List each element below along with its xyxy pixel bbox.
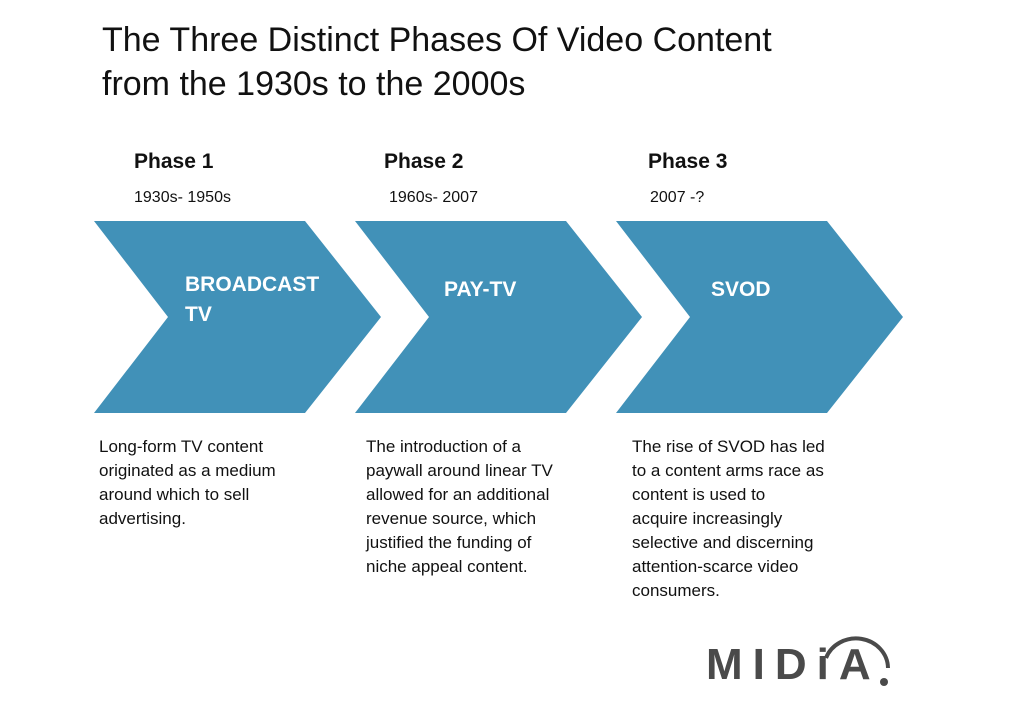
phase-2-years: 1960s- 2007 [389, 189, 478, 206]
logo-text: MIDiA [706, 640, 881, 689]
arc-logo-icon [824, 636, 890, 686]
phase-2-desc-line: allowed for an additional [366, 485, 550, 504]
phase-1-name-line-2: TV [185, 303, 212, 326]
phase-1-description: Long-form TV content originated as a med… [99, 435, 276, 531]
phase-1-desc-line: originated as a medium [99, 461, 276, 480]
chevron-phase-1 [94, 221, 381, 413]
phase-2-desc-line: The introduction of a [366, 437, 521, 456]
phase-2-desc-line: justified the funding of [366, 533, 532, 552]
phase-2-name: PAY-TV [444, 275, 516, 305]
phase-2-name-line-1: PAY-TV [444, 278, 517, 301]
title-line-1: The Three Distinct Phases Of Video Conte… [102, 21, 772, 59]
phase-1-years: 1930s- 1950s [134, 189, 231, 206]
phase-1-name-line-1: BROADCAST [185, 273, 320, 296]
phase-3-desc-line: selective and discerning [632, 533, 814, 552]
phase-1-label: Phase 1 [134, 150, 214, 173]
title-line-2: from the 1930s to the 2000s [102, 65, 526, 103]
phase-3-desc-line: The rise of SVOD has led [632, 437, 825, 456]
page-title: The Three Distinct Phases Of Video Conte… [102, 18, 962, 106]
phase-2-desc-line: paywall around linear TV [366, 461, 553, 480]
phase-3-label: Phase 3 [648, 150, 728, 173]
phase-1-desc-line: around which to sell [99, 485, 250, 504]
phase-3-name-line-1: SVOD [711, 278, 771, 301]
midia-logo: MIDiA [706, 632, 906, 696]
phase-3-description: The rise of SVOD has led to a content ar… [632, 435, 825, 603]
phase-2-desc-line: niche appeal content. [366, 557, 528, 576]
phase-2-desc-line: revenue source, which [366, 509, 537, 528]
phase-3-desc-line: content is used to [632, 485, 766, 504]
phase-1-desc-line: Long-form TV content [99, 437, 264, 456]
phase-1-desc-line: advertising. [99, 509, 186, 528]
chevron-phase-2 [355, 221, 642, 413]
phase-2-label: Phase 2 [384, 150, 464, 173]
phase-1-name: BROADCAST TV [185, 270, 319, 330]
phase-3-years: 2007 -? [650, 189, 705, 206]
phase-3-name: SVOD [711, 275, 771, 305]
phase-2-description: The introduction of a paywall around lin… [366, 435, 553, 579]
chevron-phase-3 [616, 221, 903, 413]
phase-3-desc-line: to a content arms race as [632, 461, 824, 480]
phase-3-desc-line: attention-scarce video [632, 557, 799, 576]
phase-3-desc-line: acquire increasingly [632, 509, 783, 528]
phase-3-desc-line: consumers. [632, 581, 720, 600]
